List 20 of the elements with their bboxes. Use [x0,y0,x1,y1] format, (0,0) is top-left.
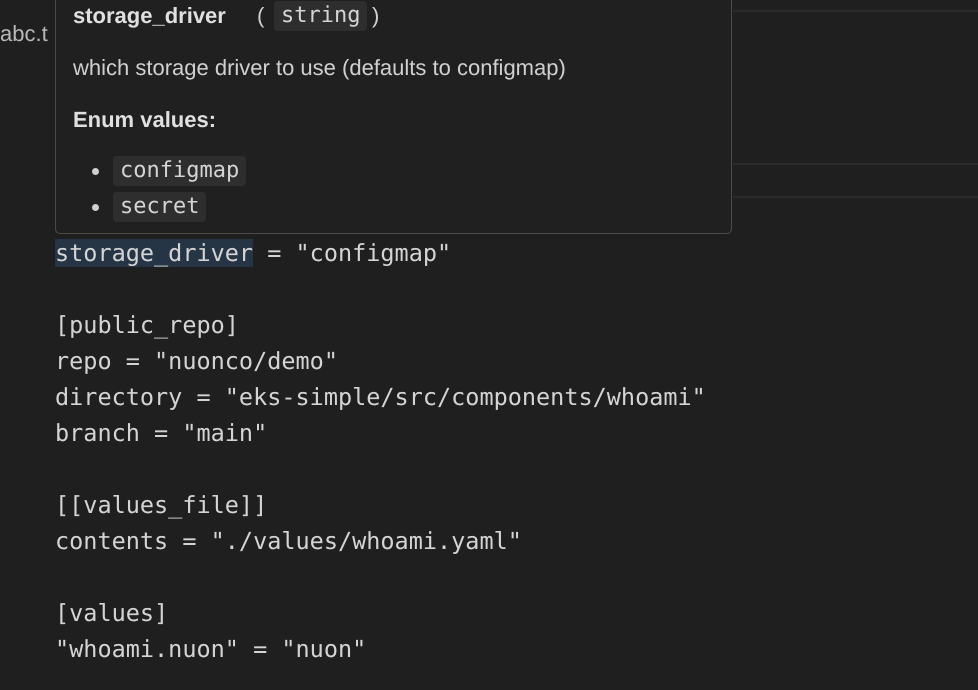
highlighted-code: storage_driver [55,239,254,267]
enum-value: configmap [113,156,246,186]
parenthesis: ) [372,3,380,29]
code-line: branch = "main" [55,418,268,448]
code-line: [[values_file]] [55,490,268,520]
code-line: directory = "eks-simple/src/components/whoami" [55,382,706,412]
code-line: contents = "./values/whoami.yaml" [55,526,522,556]
tab-title: abc.t [0,21,48,47]
code-line: [public_repo] [55,310,239,340]
hover-tooltip [55,0,732,234]
code-line: repo = "nuonco/demo" [55,346,338,376]
type-name: string [274,1,368,31]
parenthesis: ( [257,3,264,29]
section-heading: Enum values: [73,107,216,133]
parameter-name: storage_driver [73,3,226,29]
description-text: which storage driver to use (defaults to configmap) [73,55,566,81]
code-line: "whoami.nuon" = "nuon" [55,634,366,664]
code-text: = "configmap" [266,239,452,267]
code-line: [values] [55,598,168,628]
enum-value: secret [113,192,206,222]
